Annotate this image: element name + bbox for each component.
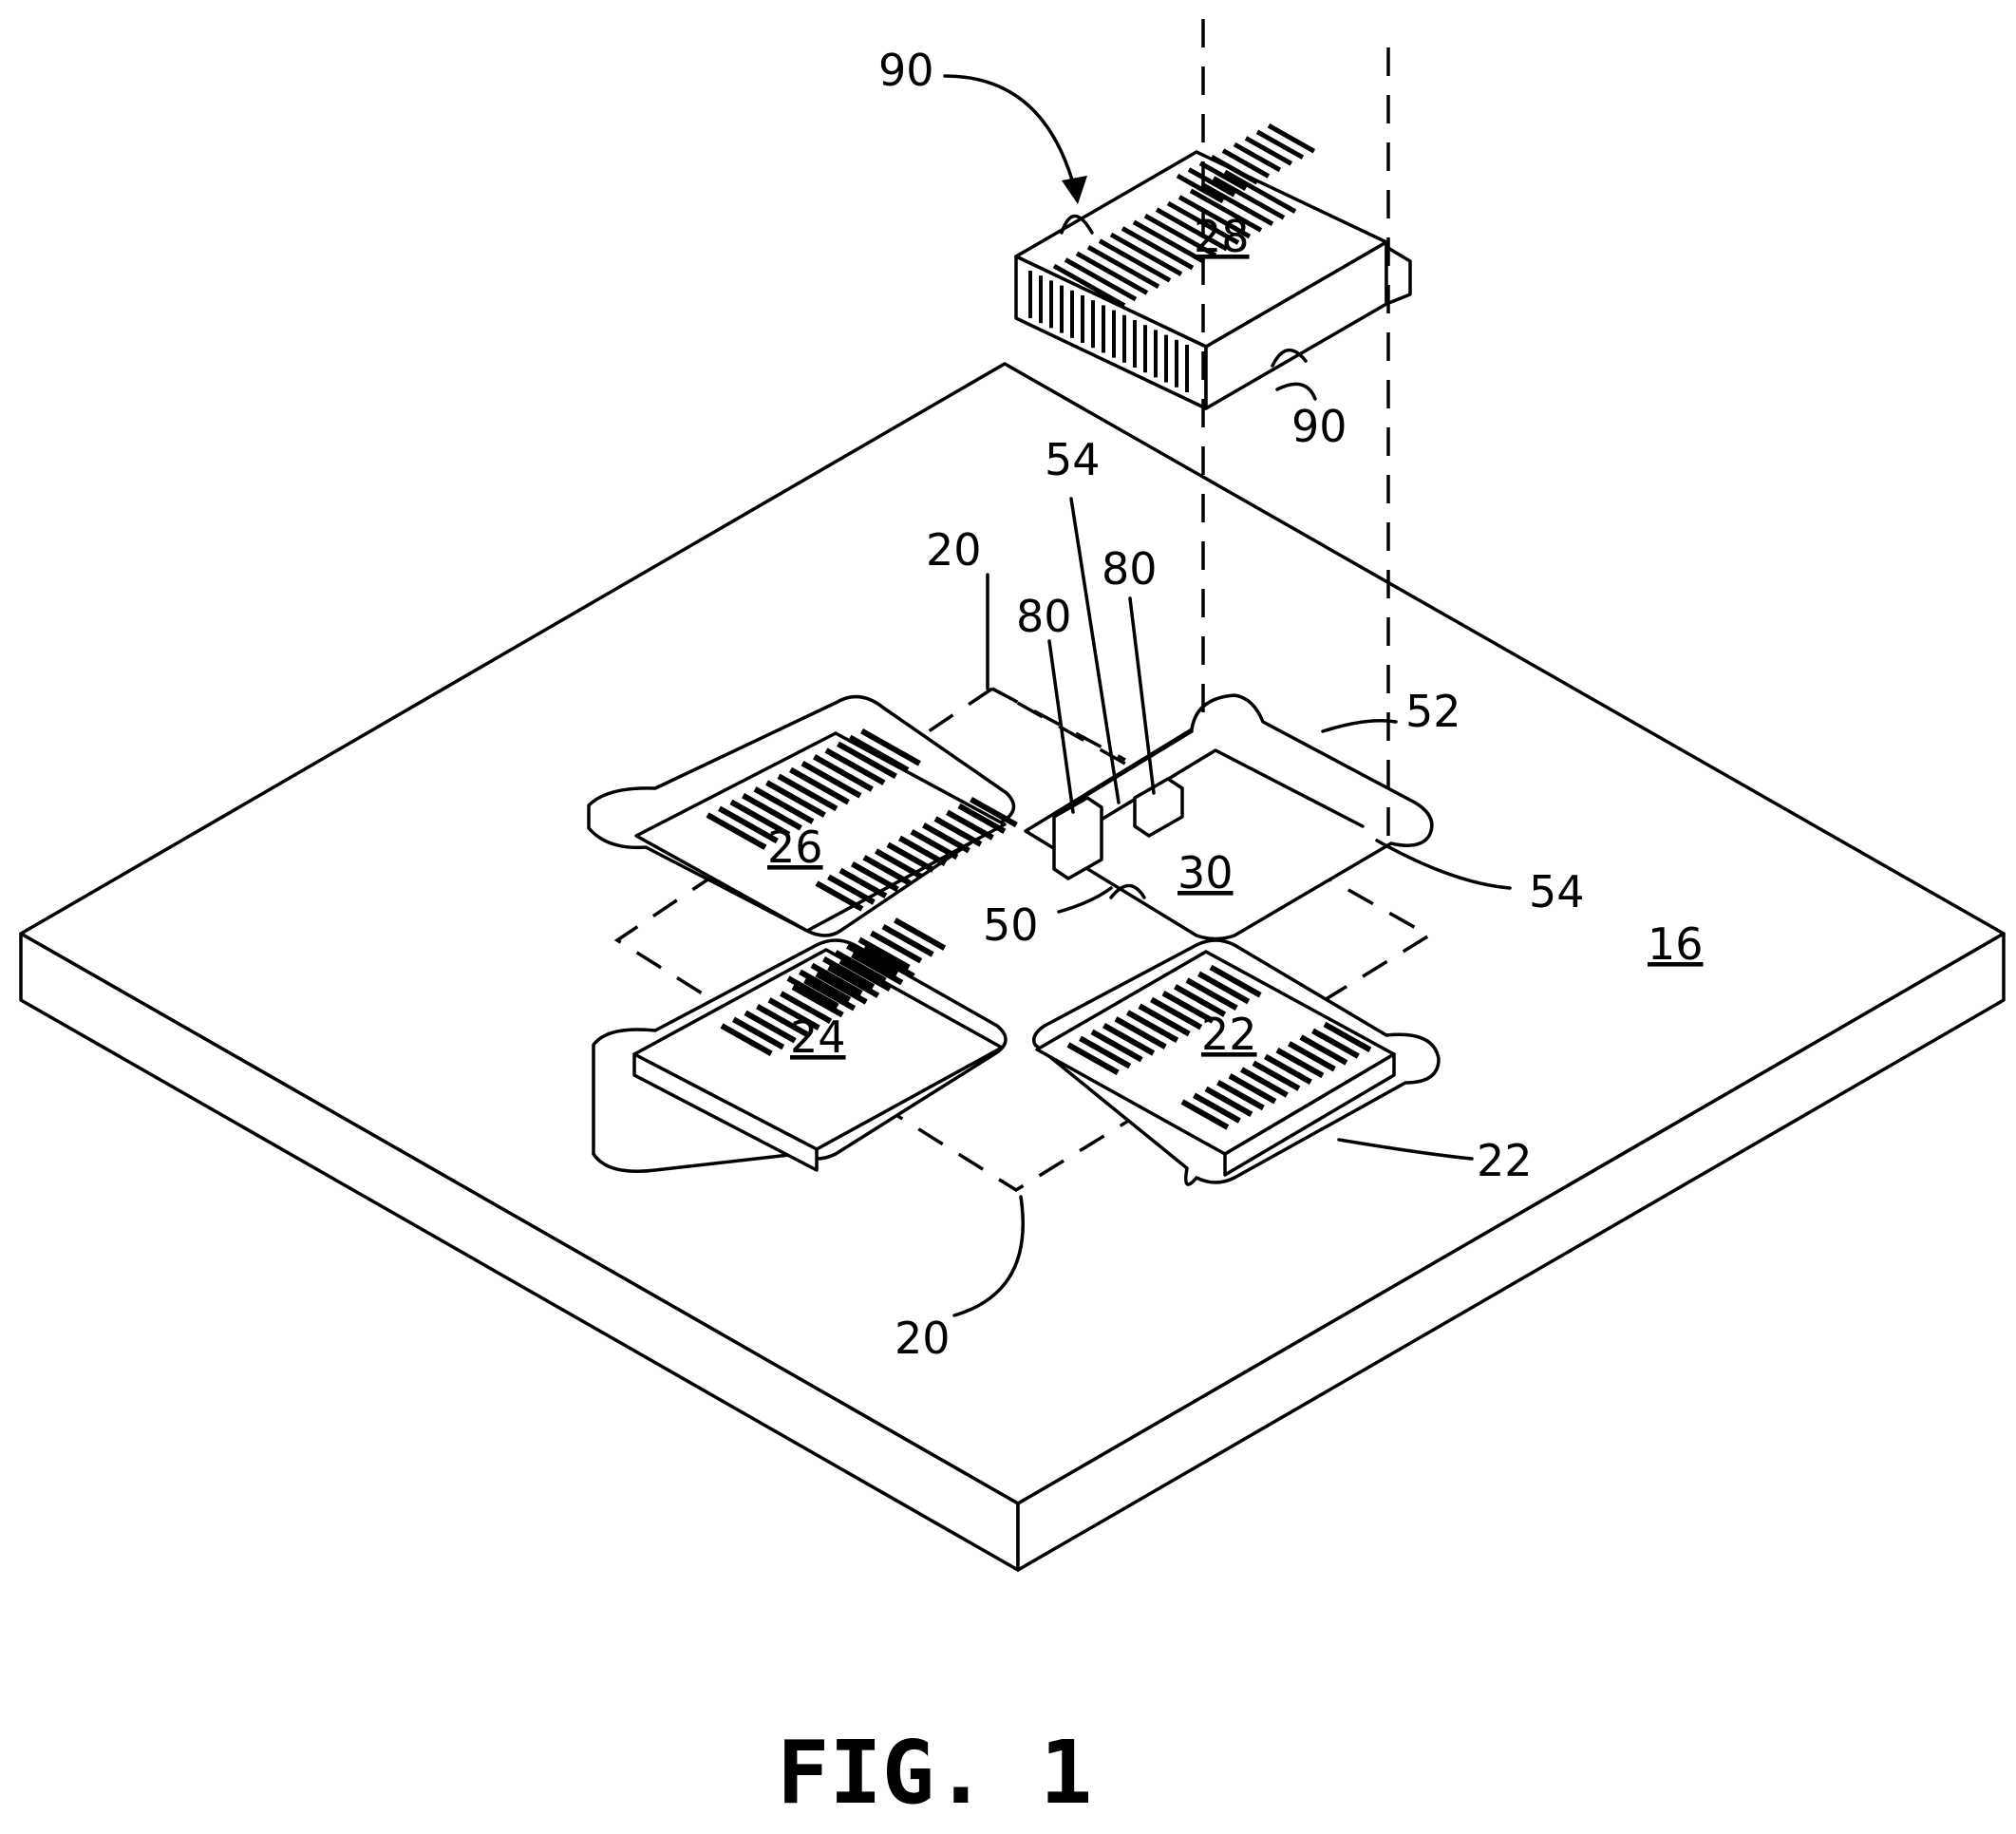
leader-latch-side <box>1277 384 1315 399</box>
label-recess: 50 <box>983 899 1039 951</box>
label-connector-left: 26 <box>767 822 823 873</box>
label-connector-bottom: 24 <box>790 1012 846 1063</box>
leader-arrowhead <box>1062 176 1087 204</box>
module <box>1016 125 1410 408</box>
label-region-top: 20 <box>926 524 982 576</box>
label-pocket: 52 <box>1405 686 1461 737</box>
label-connector-right: 22 <box>1201 1009 1257 1060</box>
label-board: 16 <box>1648 918 1704 970</box>
pin <box>1257 132 1303 158</box>
label-socket: 30 <box>1178 847 1234 898</box>
label-region-bottom: 20 <box>895 1313 951 1364</box>
label-key-right: 80 <box>1102 543 1158 595</box>
label-connector-right-leader: 22 <box>1477 1135 1533 1186</box>
pin <box>1234 144 1280 170</box>
label-latch-top: 90 <box>878 45 934 96</box>
pin <box>1269 125 1314 151</box>
label-latch-side: 90 <box>1291 401 1347 452</box>
label-module: 28 <box>1194 211 1250 262</box>
base-board <box>21 364 2004 1570</box>
label-wall-right: 54 <box>1529 866 1585 917</box>
figure-caption: FIG. 1 <box>777 1722 1092 1824</box>
label-key-left: 80 <box>1016 591 1072 642</box>
pin <box>1246 138 1291 163</box>
label-wall-upper: 54 <box>1045 434 1101 485</box>
leader-latch-top <box>945 76 1075 190</box>
